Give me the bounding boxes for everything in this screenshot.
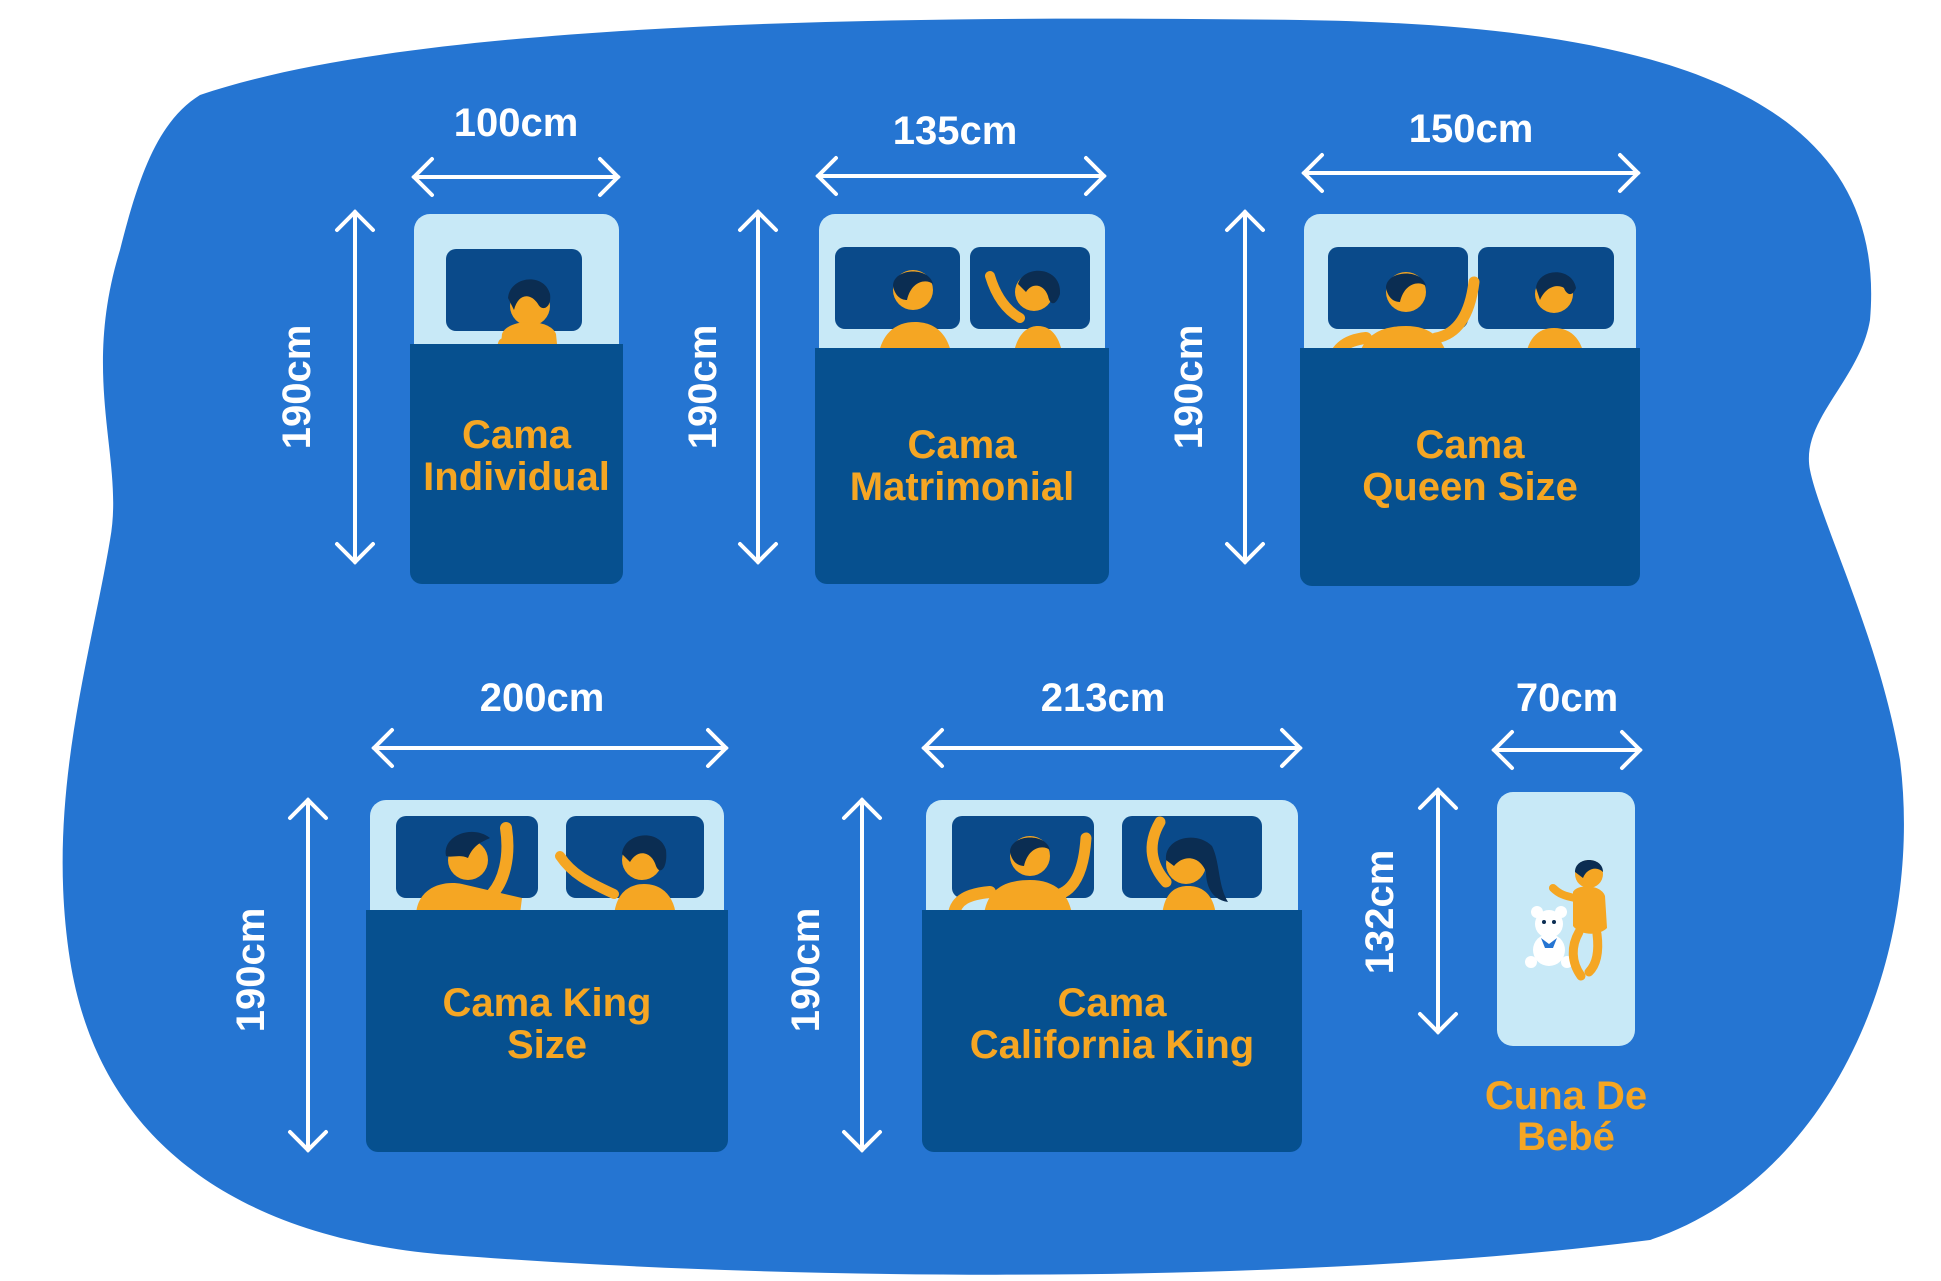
bed-queen: Cama Queen Size [1300, 214, 1640, 586]
baby-icon [1549, 860, 1607, 981]
crib-width-label: 70cm [1515, 676, 1619, 720]
bed-name: Cama Queen Size [1362, 423, 1578, 509]
double-arrow-icon [1225, 209, 1265, 565]
double-arrow-icon [738, 209, 778, 565]
bed-length-label: 190cm [229, 907, 273, 1033]
double-arrow-icon [842, 797, 882, 1153]
bed-width-label: 213cm [1040, 676, 1166, 720]
bed-width-label: 150cm [1408, 107, 1534, 151]
person-icon [416, 822, 522, 914]
bed-length-label: 190cm [784, 907, 828, 1033]
bed-width-label: 100cm [453, 101, 579, 145]
double-arrow-icon [1418, 787, 1458, 1035]
bed-width-label: 200cm [479, 676, 605, 720]
bed-length-label: 190cm [681, 324, 725, 450]
double-arrow-icon [371, 728, 729, 768]
double-arrow-icon [1301, 153, 1641, 193]
double-arrow-icon [815, 156, 1107, 196]
bed-name: Cama California King [969, 981, 1255, 1067]
bed-matrimonial: Cama Matrimonial [815, 214, 1109, 584]
double-arrow-icon [335, 209, 375, 565]
double-arrow-icon [411, 157, 621, 197]
crib [1497, 792, 1635, 1046]
bed-width-label: 135cm [892, 109, 1018, 153]
double-arrow-icon [1491, 730, 1643, 770]
double-arrow-icon [288, 797, 328, 1153]
bed-length-label: 190cm [275, 324, 319, 450]
bed-individual: Cama Individual [410, 214, 623, 584]
double-arrow-icon [921, 728, 1303, 768]
person-icon [555, 835, 676, 916]
crib-name: Cuna De Bebé [1484, 1074, 1648, 1159]
crib-length-label: 132cm [1358, 849, 1402, 975]
bed-king: Cama King Size [366, 800, 728, 1152]
person-icon [1146, 816, 1228, 916]
person-icon [948, 832, 1092, 920]
bed-name: Cama King Size [442, 981, 652, 1067]
bed-california-king: Cama California King [922, 800, 1302, 1152]
bed-name: Cama Individual [423, 413, 610, 499]
bed-name: Cama Matrimonial [849, 423, 1075, 509]
bed-length-label: 190cm [1167, 324, 1211, 450]
